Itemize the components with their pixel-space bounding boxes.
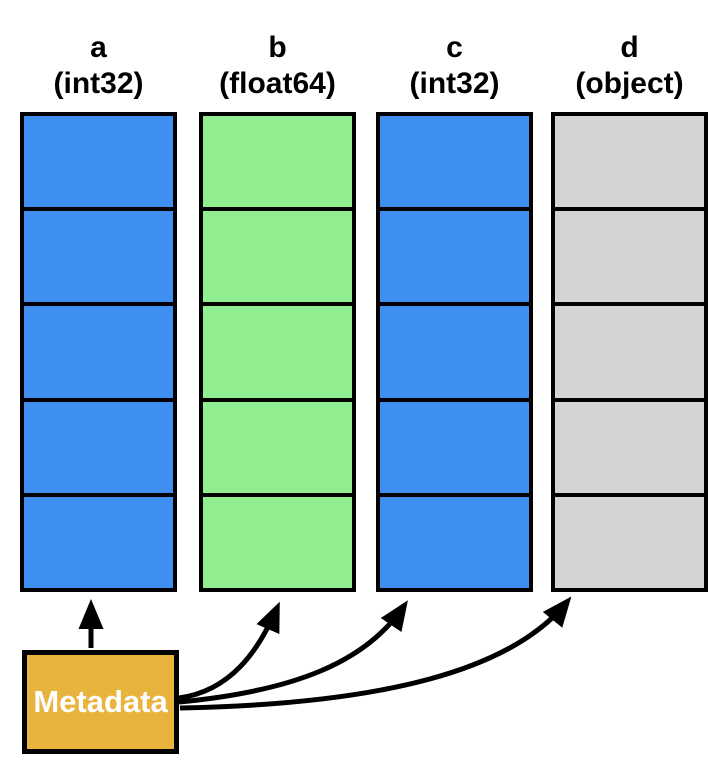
- column-cell: [24, 492, 173, 589]
- arrow-metadata-to-column-c: [178, 600, 408, 705]
- column-cell: [555, 302, 704, 398]
- metadata-box: Metadata: [22, 650, 179, 754]
- column-cell: [203, 116, 352, 208]
- column-label: b: [268, 31, 287, 64]
- column-dtype: (float64): [219, 67, 336, 100]
- column-cell: [24, 302, 173, 398]
- column-cell: [203, 492, 352, 589]
- column-label: a: [90, 31, 107, 64]
- column-cell: [555, 207, 704, 303]
- arrow-metadata-to-column-d: [179, 596, 572, 711]
- column-dtype: (int32): [53, 67, 144, 100]
- column-cell: [380, 207, 529, 303]
- column-header-b: b (float64): [199, 30, 356, 102]
- column-cell: [380, 492, 529, 589]
- arrow-metadata-to-column-b: [178, 601, 280, 701]
- column-block-d: [551, 112, 708, 592]
- column-dtype: (object): [575, 67, 684, 100]
- column-header-c: c (int32): [376, 30, 533, 102]
- metadata-label: Metadata: [33, 684, 168, 719]
- column-cell: [555, 397, 704, 493]
- column-cell: [555, 492, 704, 589]
- column-cell: [24, 116, 173, 208]
- column-cell: [380, 397, 529, 493]
- column-block-c: [376, 112, 533, 592]
- column-cell: [203, 397, 352, 493]
- column-cell: [380, 116, 529, 208]
- column-header-a: a (int32): [20, 30, 177, 102]
- column-cell: [203, 207, 352, 303]
- column-label: d: [620, 31, 639, 64]
- column-block-a: [20, 112, 177, 592]
- column-cell: [203, 302, 352, 398]
- column-block-b: [199, 112, 356, 592]
- column-cell: [380, 302, 529, 398]
- column-header-d: d (object): [551, 30, 708, 102]
- column-dtype: (int32): [409, 67, 500, 100]
- column-cell: [24, 397, 173, 493]
- column-cell: [24, 207, 173, 303]
- column-label: c: [446, 31, 463, 64]
- column-cell: [555, 116, 704, 208]
